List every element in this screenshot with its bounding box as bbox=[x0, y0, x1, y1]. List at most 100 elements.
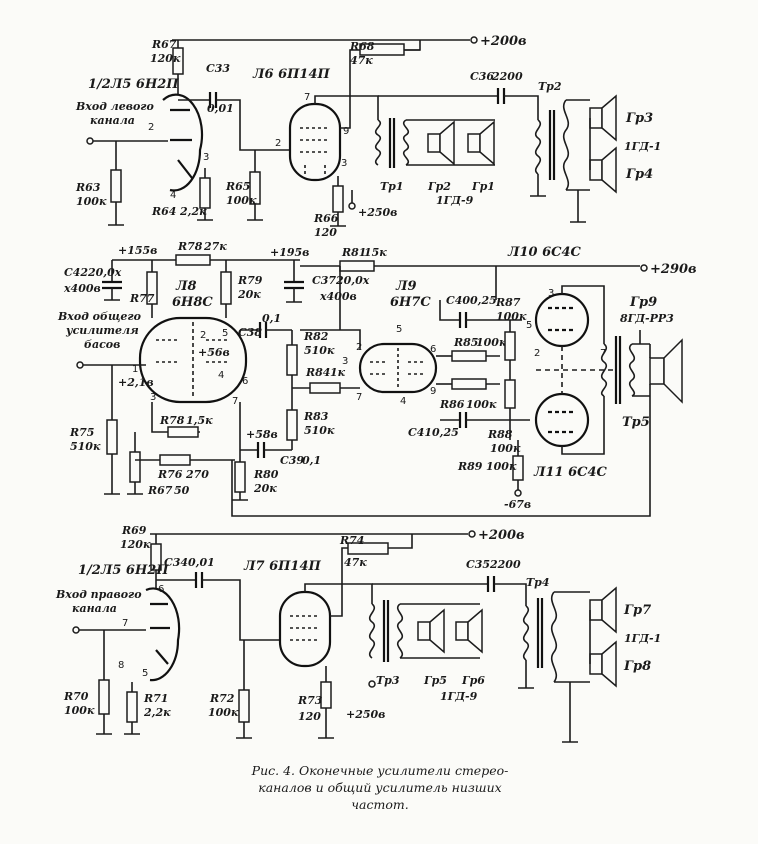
R64-label: R64 bbox=[151, 205, 176, 218]
left-tube-pin-3: 3 bbox=[203, 152, 209, 163]
Tr2-label: Тр2 bbox=[538, 80, 562, 93]
bass-amplifier-section: +155в R78 27к +195в R81 15к +290в Л10 6С… bbox=[57, 240, 697, 517]
neg67-terminal bbox=[514, 489, 522, 497]
right-supply-label: +200в bbox=[478, 528, 525, 543]
R85-label: R85 bbox=[453, 336, 478, 349]
resistor-R78b bbox=[167, 426, 199, 438]
resistor-R66 bbox=[332, 185, 344, 213]
C35-value: 2200 bbox=[489, 558, 521, 571]
C41-label: C41 bbox=[408, 426, 432, 439]
R89-value: 100к bbox=[486, 460, 517, 473]
R65-label: R65 bbox=[225, 180, 250, 193]
L8-pin-6: 6 bbox=[242, 376, 248, 387]
R76-label: R76 bbox=[157, 468, 183, 481]
resistor-R81 bbox=[339, 260, 375, 272]
resistor-R67b bbox=[129, 451, 141, 483]
speaker-Gr1-icon bbox=[467, 133, 481, 153]
R72-value: 100к bbox=[208, 706, 239, 719]
R67b-label: R67 bbox=[147, 484, 173, 497]
caption-line-2: каналов и общий усилитель низших bbox=[258, 780, 502, 795]
L9-pin-9: 9 bbox=[430, 386, 436, 397]
resistor-R87 bbox=[504, 331, 516, 361]
Gr9-type: 8ГД-РР3 bbox=[620, 312, 674, 325]
resistor-R72 bbox=[238, 689, 250, 723]
right-big-speaker-type: 1ГД-1 bbox=[624, 632, 661, 645]
bass-input-label-3: басов bbox=[84, 338, 120, 351]
right-output-tube-label: Л7 6П14П bbox=[243, 559, 321, 574]
L9-pin-3: 3 bbox=[342, 356, 348, 367]
Gr5-label: Гр5 bbox=[423, 674, 447, 687]
Gr6-label: Гр6 bbox=[461, 674, 485, 687]
caption-line-3: частот. bbox=[351, 797, 409, 812]
R70-label: R70 bbox=[63, 690, 89, 703]
right-input-tube bbox=[145, 587, 181, 682]
resistor-R79 bbox=[220, 271, 232, 305]
right-tube-pin-7: 7 bbox=[122, 618, 128, 629]
Tr4-label: Тр4 bbox=[526, 576, 550, 589]
resistor-R75 bbox=[106, 419, 118, 455]
Tr5-label: Тр5 bbox=[622, 415, 650, 430]
L8-pin-1: 1 bbox=[132, 364, 138, 375]
R73-label: R73 bbox=[297, 694, 323, 707]
transformer-Tr5-primary bbox=[600, 343, 608, 397]
C42-value2: х400в bbox=[63, 282, 101, 295]
Gr9-label: Гр9 bbox=[629, 295, 657, 310]
R78-value: 27к bbox=[203, 240, 227, 253]
right-input-terminal[interactable] bbox=[72, 626, 80, 634]
R89-label: R89 bbox=[457, 460, 483, 473]
R71-label: R71 bbox=[143, 692, 168, 705]
L9-type: 6Н7С bbox=[390, 295, 431, 310]
transformer-Tr3-primary bbox=[368, 603, 376, 659]
resistor-R78-supply bbox=[175, 254, 211, 266]
R66-value: 120 bbox=[314, 226, 337, 239]
R86-label: R86 bbox=[439, 398, 465, 411]
R77-label: R77 bbox=[129, 292, 155, 305]
R82-label: R82 bbox=[303, 330, 329, 343]
bass-input-terminal[interactable] bbox=[76, 361, 84, 369]
C37-value2: х400в bbox=[319, 290, 357, 303]
v-21-label: +2,1в bbox=[118, 376, 154, 389]
L6-pin-7: 7 bbox=[304, 92, 310, 103]
right-tube-pin-5: 5 bbox=[142, 668, 148, 679]
R67b-value: 50 bbox=[174, 484, 190, 497]
resistor-R84 bbox=[309, 382, 341, 394]
R78-label: R78 bbox=[177, 240, 203, 253]
capacitor-C37 bbox=[284, 280, 304, 290]
L6-pin-3: 3 bbox=[341, 158, 347, 169]
R69-label: R69 bbox=[121, 524, 147, 537]
R74-label: R74 bbox=[339, 534, 364, 547]
left-input-terminal[interactable] bbox=[86, 137, 94, 145]
R71-value: 2,2к bbox=[143, 706, 171, 719]
C33-value: 0,01 bbox=[207, 102, 234, 115]
speaker-Gr4-icon bbox=[589, 159, 603, 181]
Gr7-label: Гр7 bbox=[623, 603, 651, 618]
L10-pin-5: 5 bbox=[526, 320, 532, 331]
R88-label: R88 bbox=[487, 428, 513, 441]
resistor-R83 bbox=[286, 409, 298, 441]
C42-value: 20,0х bbox=[87, 266, 122, 279]
transformer-Tr2-primary bbox=[534, 119, 542, 175]
capacitor-C39 bbox=[256, 442, 266, 458]
L6-pin-2: 2 bbox=[275, 138, 281, 149]
R76-value: 270 bbox=[185, 468, 209, 481]
speaker-Gr3-icon bbox=[589, 107, 603, 129]
speaker-Gr6-icon bbox=[455, 621, 469, 641]
C38-label: C38 bbox=[238, 326, 262, 339]
left-output-tube-label: Л6 6П14П bbox=[252, 67, 330, 82]
R88-value: 100к bbox=[490, 442, 521, 455]
speaker-Gr8-icon bbox=[589, 653, 603, 675]
resistor-R85 bbox=[451, 350, 487, 362]
L9-pin-5: 5 bbox=[396, 324, 402, 335]
v-56-label: +56в bbox=[198, 346, 230, 359]
R66-label: R66 bbox=[313, 212, 339, 225]
left-tube-pin-2: 2 bbox=[148, 122, 154, 133]
L8-pin-5: 5 bbox=[222, 328, 228, 339]
R81-label: R81 bbox=[341, 246, 366, 259]
C34-label: C34 bbox=[164, 556, 188, 569]
left-output-tube bbox=[288, 102, 342, 182]
R83-value: 510к bbox=[304, 424, 335, 437]
L9-label: Л9 bbox=[395, 279, 417, 294]
L8-pin-7: 7 bbox=[232, 396, 238, 407]
